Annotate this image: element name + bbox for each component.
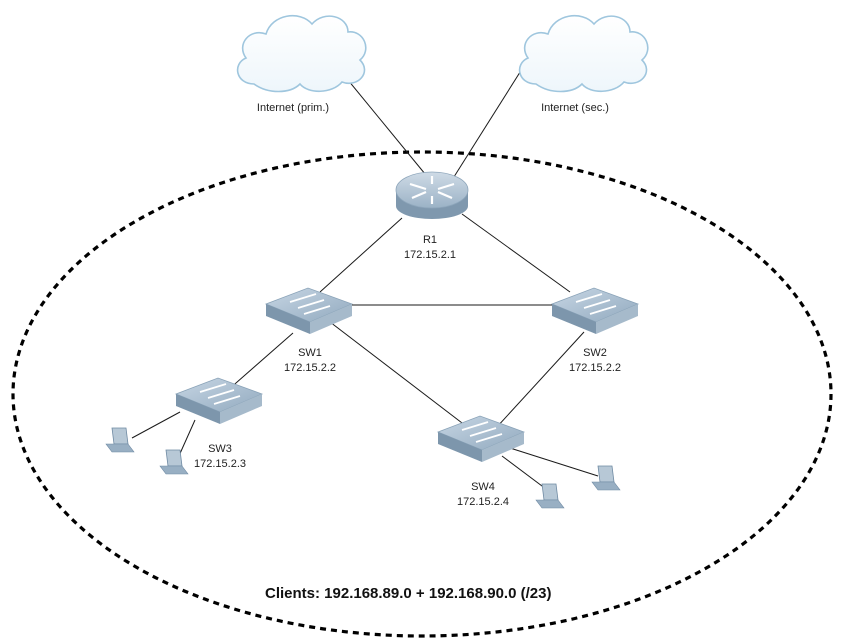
switch-name: SW2: [583, 347, 607, 359]
switch-icon-sw2: [550, 287, 640, 334]
link-sw1-sw4: [329, 321, 467, 427]
switch-ip: 172.15.2.2: [284, 362, 336, 374]
switch-label-sw2: SW2 172.15.2.2: [555, 346, 635, 376]
router-label: R1 172.15.2.1: [390, 233, 470, 263]
client-network-boundary: [11, 150, 833, 638]
link-r1-sw2: [461, 213, 571, 293]
links: [131, 49, 599, 493]
switch-ip: 172.15.2.2: [569, 362, 621, 374]
clients-subnet-label: Clients: 192.168.89.0 + 192.168.90.0 (/2…: [265, 585, 552, 602]
switch-name: SW3: [208, 443, 232, 455]
cloud-label-secondary: Internet (sec.): [541, 102, 609, 114]
link-sw4-laptop-2: [509, 447, 599, 477]
link-sw1-sw3: [227, 332, 294, 391]
laptop-icon: [591, 465, 621, 491]
router-name: R1: [422, 234, 438, 246]
switch-ip: 172.15.2.4: [457, 496, 509, 508]
cloud-label-primary: Internet (prim.): [256, 102, 330, 114]
laptop-icon: [159, 449, 189, 475]
switch-name: SW4: [471, 481, 495, 493]
router-icon: [395, 171, 469, 219]
cloud-icon-primary: [236, 15, 367, 93]
switch-ip: 172.15.2.3: [194, 458, 246, 470]
switch-icon-sw3: [174, 377, 264, 424]
switch-label-sw4: SW4 172.15.2.4: [443, 480, 523, 510]
link-sw3-laptop-1: [131, 411, 181, 439]
switch-label-sw1: SW1 172.15.2.2: [270, 346, 350, 376]
laptop-icon: [105, 427, 135, 453]
switch-label-sw3: SW3 172.15.2.3: [180, 442, 260, 472]
link-sw2-sw4: [495, 331, 585, 429]
switch-icon-sw4: [436, 415, 526, 462]
switch-name: SW1: [298, 347, 322, 359]
router-ip: 172.15.2.1: [404, 249, 456, 261]
link-r1-sw1: [319, 217, 403, 293]
link-sw3-laptop-2: [177, 419, 196, 459]
laptop-icon: [535, 483, 565, 509]
cloud-icon-secondary: [518, 15, 649, 93]
switch-icon-sw1: [264, 287, 354, 334]
